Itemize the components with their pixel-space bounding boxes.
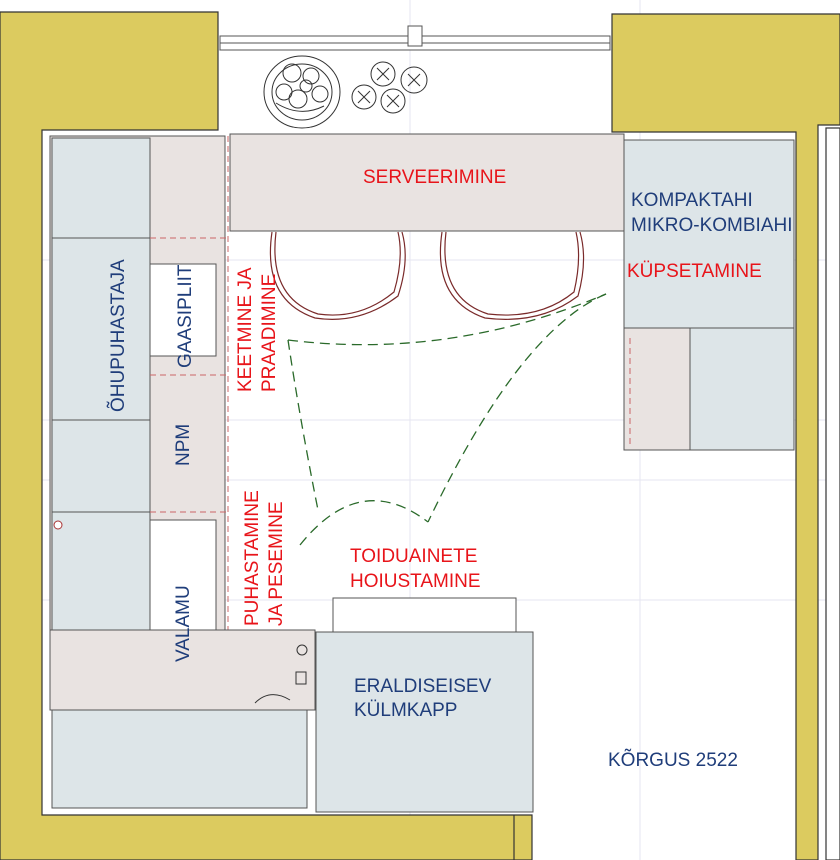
window <box>219 25 611 51</box>
label-dishwasher: NPM <box>173 424 194 466</box>
label-fridge-1: ERALDISEISEV <box>354 676 492 697</box>
label-washing-1: PUHASTAMINE <box>242 490 263 626</box>
oven-column <box>623 139 795 451</box>
label-fridge-2: KÜLMKAPP <box>354 700 457 721</box>
label-hood: ÕHUPUHASTAJA <box>107 259 129 412</box>
hob-box <box>149 263 217 357</box>
label-sink: VALAMU <box>173 585 194 662</box>
fruit-bowl-icon <box>263 55 341 129</box>
label-storage-1: TOIDUAINETE <box>350 546 477 567</box>
label-washing-2: JA PESEMINE <box>266 501 287 626</box>
label-height: KÕRGUS 2522 <box>608 749 738 771</box>
hood-cabinet <box>51 237 151 421</box>
tall-cabinet-top <box>51 137 151 239</box>
label-serving: SERVEERIMINE <box>363 167 506 188</box>
wall-left <box>0 11 533 860</box>
left-counter <box>49 135 316 809</box>
walls <box>0 11 840 860</box>
label-cooking-1: KEETMINE JA <box>235 267 256 392</box>
label-oven-2: MIKRO-KOMBIAHI <box>631 215 793 236</box>
corner-counter <box>49 629 316 711</box>
label-baking: KÜPSETAMINE <box>627 261 762 282</box>
label-oven-1: KOMPAKTAHI <box>631 190 753 211</box>
chair-icon <box>269 231 585 320</box>
label-storage-2: HOIUSTAMINE <box>350 571 481 592</box>
cabinet-mid <box>51 419 151 513</box>
work-triangle <box>287 293 607 546</box>
wall-right-top <box>611 13 840 860</box>
tomatoes-icon <box>351 61 428 114</box>
fridge <box>315 597 534 813</box>
serving-counter <box>229 133 625 232</box>
bottom-cabinet <box>51 709 308 809</box>
faucet-icon <box>254 644 308 704</box>
label-hob: GAASIPLIIT <box>175 264 196 368</box>
label-cooking-2: PRAADIMINE <box>259 274 280 392</box>
